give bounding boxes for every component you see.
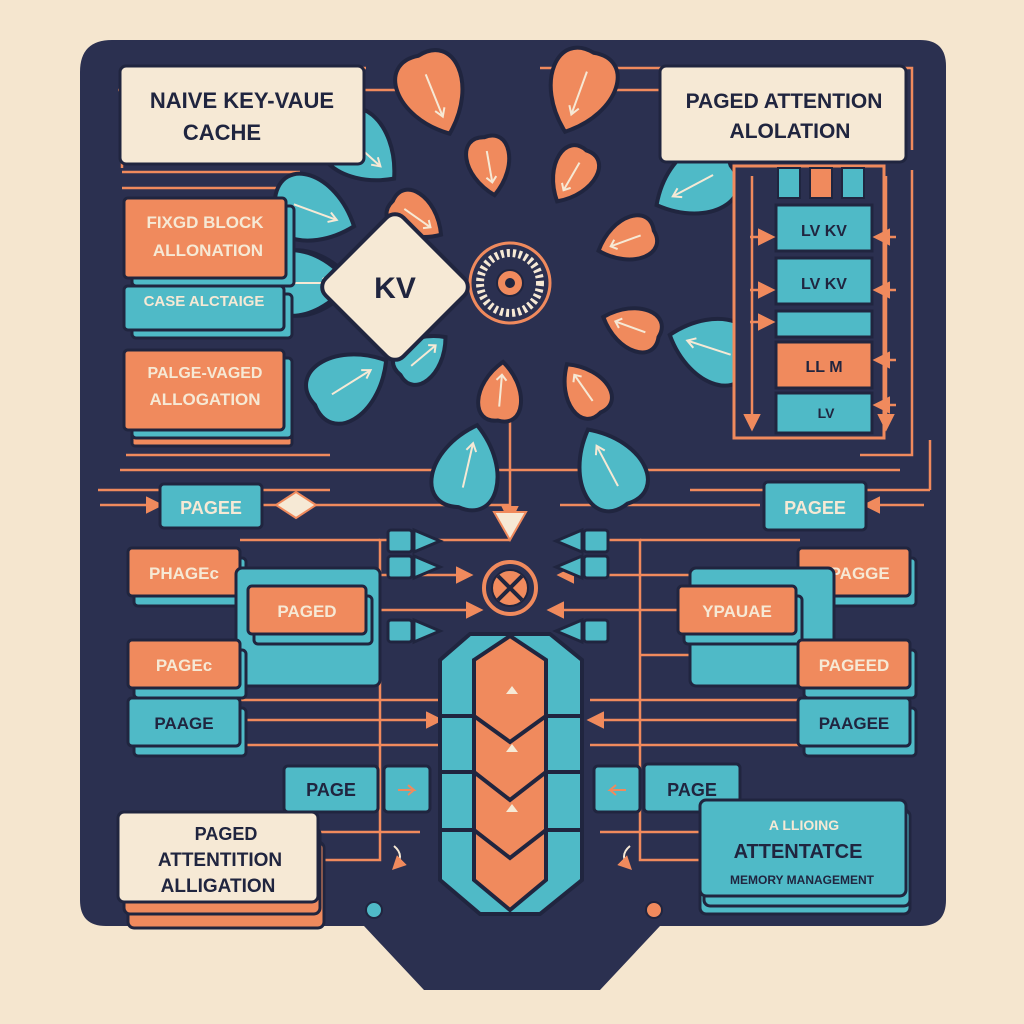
page-tag-left-mid: PAGEE [158,482,264,530]
paged-attention-allocation-box: PAGED ATTENTITION ALLIGATION [116,810,326,930]
naive-cache-line2: CACHE [183,120,261,145]
curl-arrow-left [392,845,407,870]
chevron-0 [386,527,444,555]
chevron-2 [386,617,444,645]
fixed-block-line2: ALLONATION [153,241,263,260]
left-pages-label-0: PHAGEc [149,564,219,583]
right-stack-label-3: LL M [805,359,842,376]
dot-right [645,901,663,919]
arrow-down-icon [492,511,528,543]
connector-chevrons [386,527,610,645]
page-right-mid-label: PAGEE [784,498,846,518]
chevron-5 [552,617,610,645]
petal-outer-5 [429,422,500,513]
right-pages-page-2: PAGEED [796,638,918,700]
paged-vaged-line1: PALGE-VAGED [148,365,263,382]
chevron-4 [552,553,610,581]
page-tag-bottom-right: PAGE [592,762,742,814]
petal-inner-2 [596,213,660,262]
right-stack-label-4: LV [818,405,836,421]
cache-alctaige-box: CASE ALCTAIGE [122,284,294,340]
naive-cache-box: NAIVE KEY-VAUE CACHE [118,64,366,166]
kv-label: KV [374,272,416,305]
petal-outer-6 [304,352,389,426]
left-pages-label-1: PAGED [277,602,336,621]
chevron-1 [386,553,444,581]
left-pages-page-2: PAGEc [126,638,248,700]
petal-outer-4 [577,427,650,514]
bottom-right-line1: A LLIOING [769,817,839,833]
page-tag-right-mid: PAGEE [762,480,868,532]
right-stack-label-2: LV KV [801,276,847,293]
curl-arrow-right [617,845,632,870]
bottom-right-line2: ATTENTATCE [734,841,863,863]
right-pages-label-2: PAGEED [819,656,890,675]
paged-vaged-box: PALGE-VAGED ALLOGATION [122,348,294,448]
right-pages-label-1: YPAUAE [702,602,772,621]
left-pages-page-3: PAAGE [126,696,248,758]
connector-diamond [274,490,318,520]
fixed-block-box: FIXGD BLOCK ALLONATION [122,196,296,288]
page-tag-bottom-left: PAGE [282,764,432,814]
petal-outer-0 [393,48,465,137]
paged-vaged-line2: ALLOGATION [149,390,260,409]
central-column [438,632,584,916]
bottom-left-line1: PAGED [195,824,258,844]
petal-inner-4 [562,362,614,421]
cache-alctaige-label: CASE ALCTAIGE [144,293,265,310]
paged-attention-line1: PAGED ATTENTION [686,90,883,113]
page-left-mid-label: PAGEE [180,498,242,518]
naive-cache-line1: NAIVE KEY-VAUE [150,88,334,113]
bottom-right-line3: MEMORY MANAGEMENT [730,873,875,887]
petal-outer-1 [548,45,620,135]
paged-attention-line2: ALOLATION [730,120,851,143]
paged-attention-alloc-box: PAGED ATTENTION ALOLATION [658,64,908,164]
memory-management-box: A LLIOING ATTENTATCE MEMORY MANAGEMENT [698,798,912,916]
left-pages-page-0: PHAGEc [126,546,248,608]
right-pages-page-3: PAAGEE [796,696,918,758]
fixed-block-line1: FIXGD BLOCK [146,213,264,232]
page-bottom-right-label: PAGE [667,780,717,800]
right-stack-label-1: LV KV [801,223,847,240]
right-pages-page-1: YPAUAE [676,566,836,688]
left-pages-label-2: PAGEc [156,656,212,675]
right-pages-label-0: PPAGGE [818,564,889,583]
kv-diamond: KV [320,212,470,362]
chevron-3 [552,527,610,555]
left-pages-label-3: PAAGE [154,714,213,733]
right-pages-label-3: PAAGEE [819,714,890,733]
dot-left [365,901,383,919]
petal-inner-3 [600,306,664,355]
petal-inner-1 [551,143,601,204]
page-bottom-left-label: PAGE [306,780,356,800]
bottom-left-line2: ATTENTITION [158,850,282,871]
merge-icon [482,560,538,616]
bottom-left-line3: ALLIGATION [161,876,276,897]
petal-inner-0 [464,133,512,198]
right-page-stack: PPAGGE YPAUAE PAGEED PAAGEE [676,546,918,758]
left-pages-page-1: PAGED [234,566,382,688]
right-block-stack: LV KV LV KV LL M LV [732,164,896,440]
hub-icon [468,241,552,325]
petal-inner-5 [476,359,524,424]
